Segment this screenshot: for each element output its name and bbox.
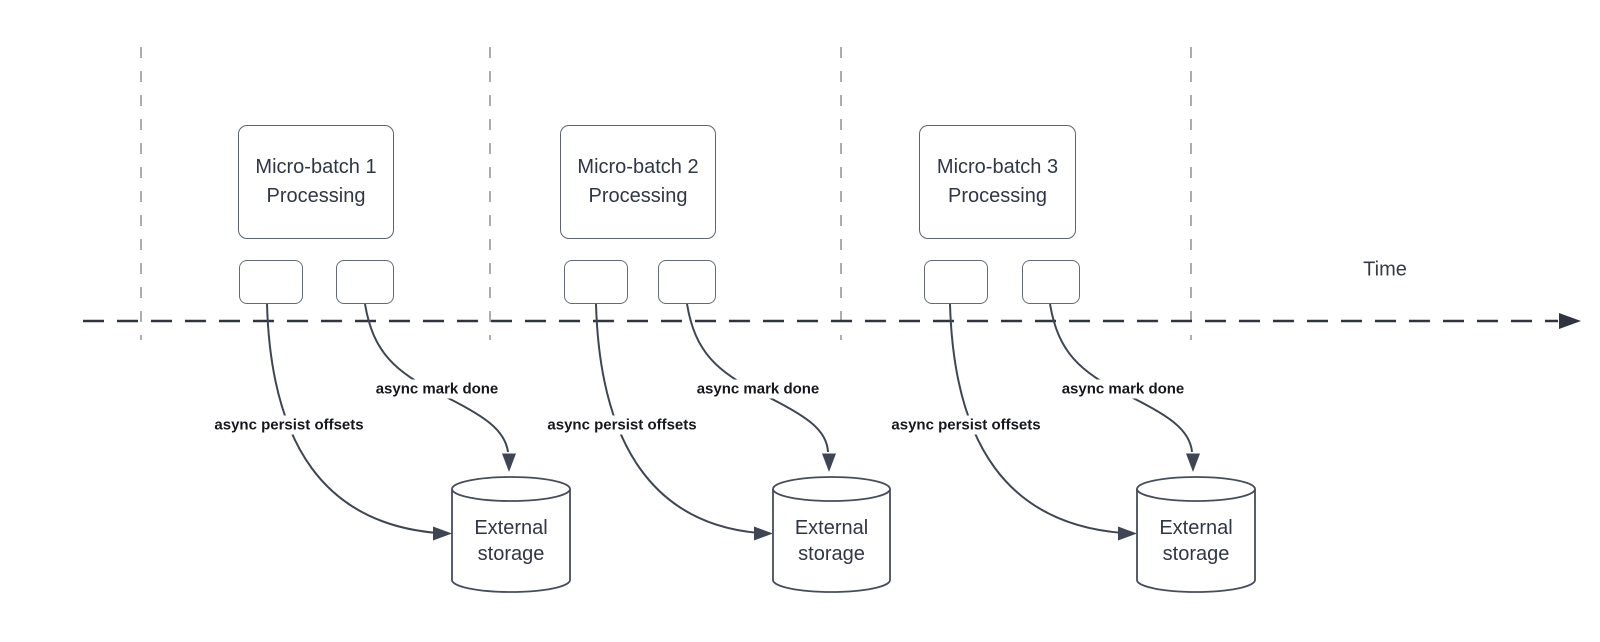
microbatch-2-processing-box: Micro-batch 2 Processing (560, 125, 716, 239)
async-persist-source-box-1 (239, 260, 303, 304)
mark-done-arrowhead-2 (822, 453, 836, 472)
microbatch-2-title-line1: Micro-batch 2 (577, 156, 699, 178)
microbatch-3-processing-box: Micro-batch 3 Processing (919, 125, 1076, 239)
microbatch-1-processing-box: Micro-batch 1 Processing (238, 125, 394, 239)
external-storage-label-1: External storage (452, 477, 570, 592)
external-storage-cylinder-2 (772, 476, 891, 593)
mark-done-label-2: async mark done (693, 379, 823, 399)
external-storage-label-2: External storage (773, 477, 890, 592)
microbatch-2-title-line2: Processing (588, 185, 688, 207)
mark-done-curve-2 (686, 303, 829, 453)
microbatch-3-title-line2: Processing (948, 185, 1047, 207)
microbatch-1-title-line2: Processing (266, 185, 366, 207)
external-storage-label-3: External storage (1137, 477, 1255, 592)
persist-offsets-curve-1 (266, 303, 439, 534)
mark-done-arrowhead-3 (1186, 453, 1200, 472)
persist-offsets-label-2: async persist offsets (544, 415, 700, 435)
async-persist-source-box-3 (924, 260, 988, 304)
persist-offsets-label-1: async persist offsets (211, 415, 367, 435)
async-mark-source-box-1 (336, 260, 394, 304)
persist-offsets-curve-3 (949, 303, 1124, 534)
persist-offsets-arrowhead-3 (1118, 526, 1137, 541)
mark-done-curve-3 (1049, 303, 1193, 453)
persist-offsets-arrowhead-2 (754, 526, 773, 541)
persist-offsets-arrowhead-1 (433, 526, 452, 541)
external-storage-3-line1: External (1159, 516, 1233, 539)
async-mark-source-box-3 (1022, 260, 1080, 304)
persist-offsets-curve-2 (595, 303, 760, 534)
external-storage-3-line2: storage (1162, 542, 1230, 565)
async-persist-source-box-2 (564, 260, 628, 304)
external-storage-2-line1: External (794, 516, 869, 539)
async-mark-source-box-2 (658, 260, 716, 304)
time-axis-label: Time (1363, 258, 1407, 281)
external-storage-1-line1: External (474, 516, 548, 539)
time-axis-arrowhead (1559, 313, 1581, 329)
microbatch-3-title-line1: Micro-batch 3 (936, 156, 1059, 178)
external-storage-cylinder-1 (451, 476, 571, 593)
mark-done-label-1: async mark done (372, 379, 502, 399)
external-storage-2-line2: storage (798, 542, 865, 565)
external-storage-1-line2: storage (477, 542, 545, 565)
persist-offsets-label-3: async persist offsets (888, 415, 1044, 435)
mark-done-arrowhead-1 (502, 453, 516, 472)
mark-done-curve-1 (364, 303, 509, 453)
mark-done-label-3: async mark done (1058, 379, 1188, 399)
external-storage-cylinder-3 (1136, 476, 1256, 593)
microbatch-1-title-line1: Micro-batch 1 (255, 156, 377, 178)
